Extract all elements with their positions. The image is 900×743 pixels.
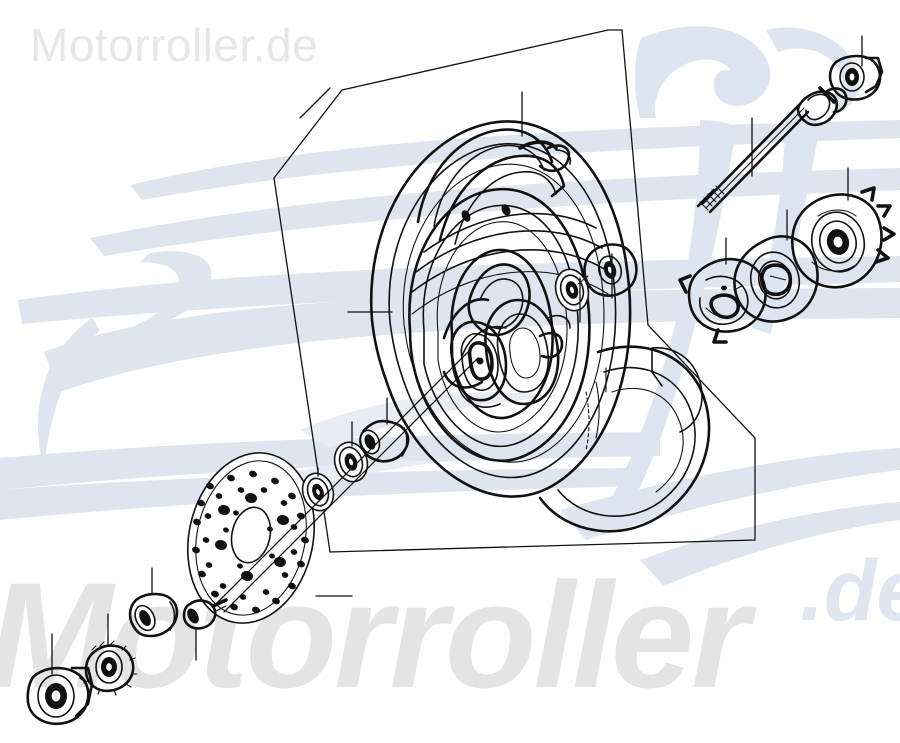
small-spacer-sleeve: [359, 419, 410, 463]
leader-lines: [51, 35, 863, 675]
small-bearing: [333, 441, 369, 483]
leader-tire: [299, 87, 331, 119]
tire: [369, 120, 711, 533]
watermark-top-text: Motorroller.de: [30, 19, 319, 71]
watermark-bottom-suffix: .de: [800, 543, 900, 639]
brake-disc: [186, 452, 316, 624]
cap-nut: [828, 54, 884, 101]
axle-bolt: [696, 86, 848, 214]
logo-script-glyph: [600, 26, 860, 530]
assembly-group-outline: [273, 29, 756, 553]
hub-bearing-stack: [449, 320, 508, 402]
spacer-sleeve-lower: [128, 592, 179, 638]
collar-nut: [79, 640, 138, 696]
flange-nut: [26, 666, 94, 725]
retainer-plate: [678, 257, 767, 344]
wheel-bearing-left: [301, 472, 335, 512]
seal-washer: [733, 235, 819, 323]
brake-disc-bolt: [182, 598, 228, 630]
assembly-axis-line: [215, 349, 479, 613]
bearing-spacer-right: [577, 243, 638, 297]
